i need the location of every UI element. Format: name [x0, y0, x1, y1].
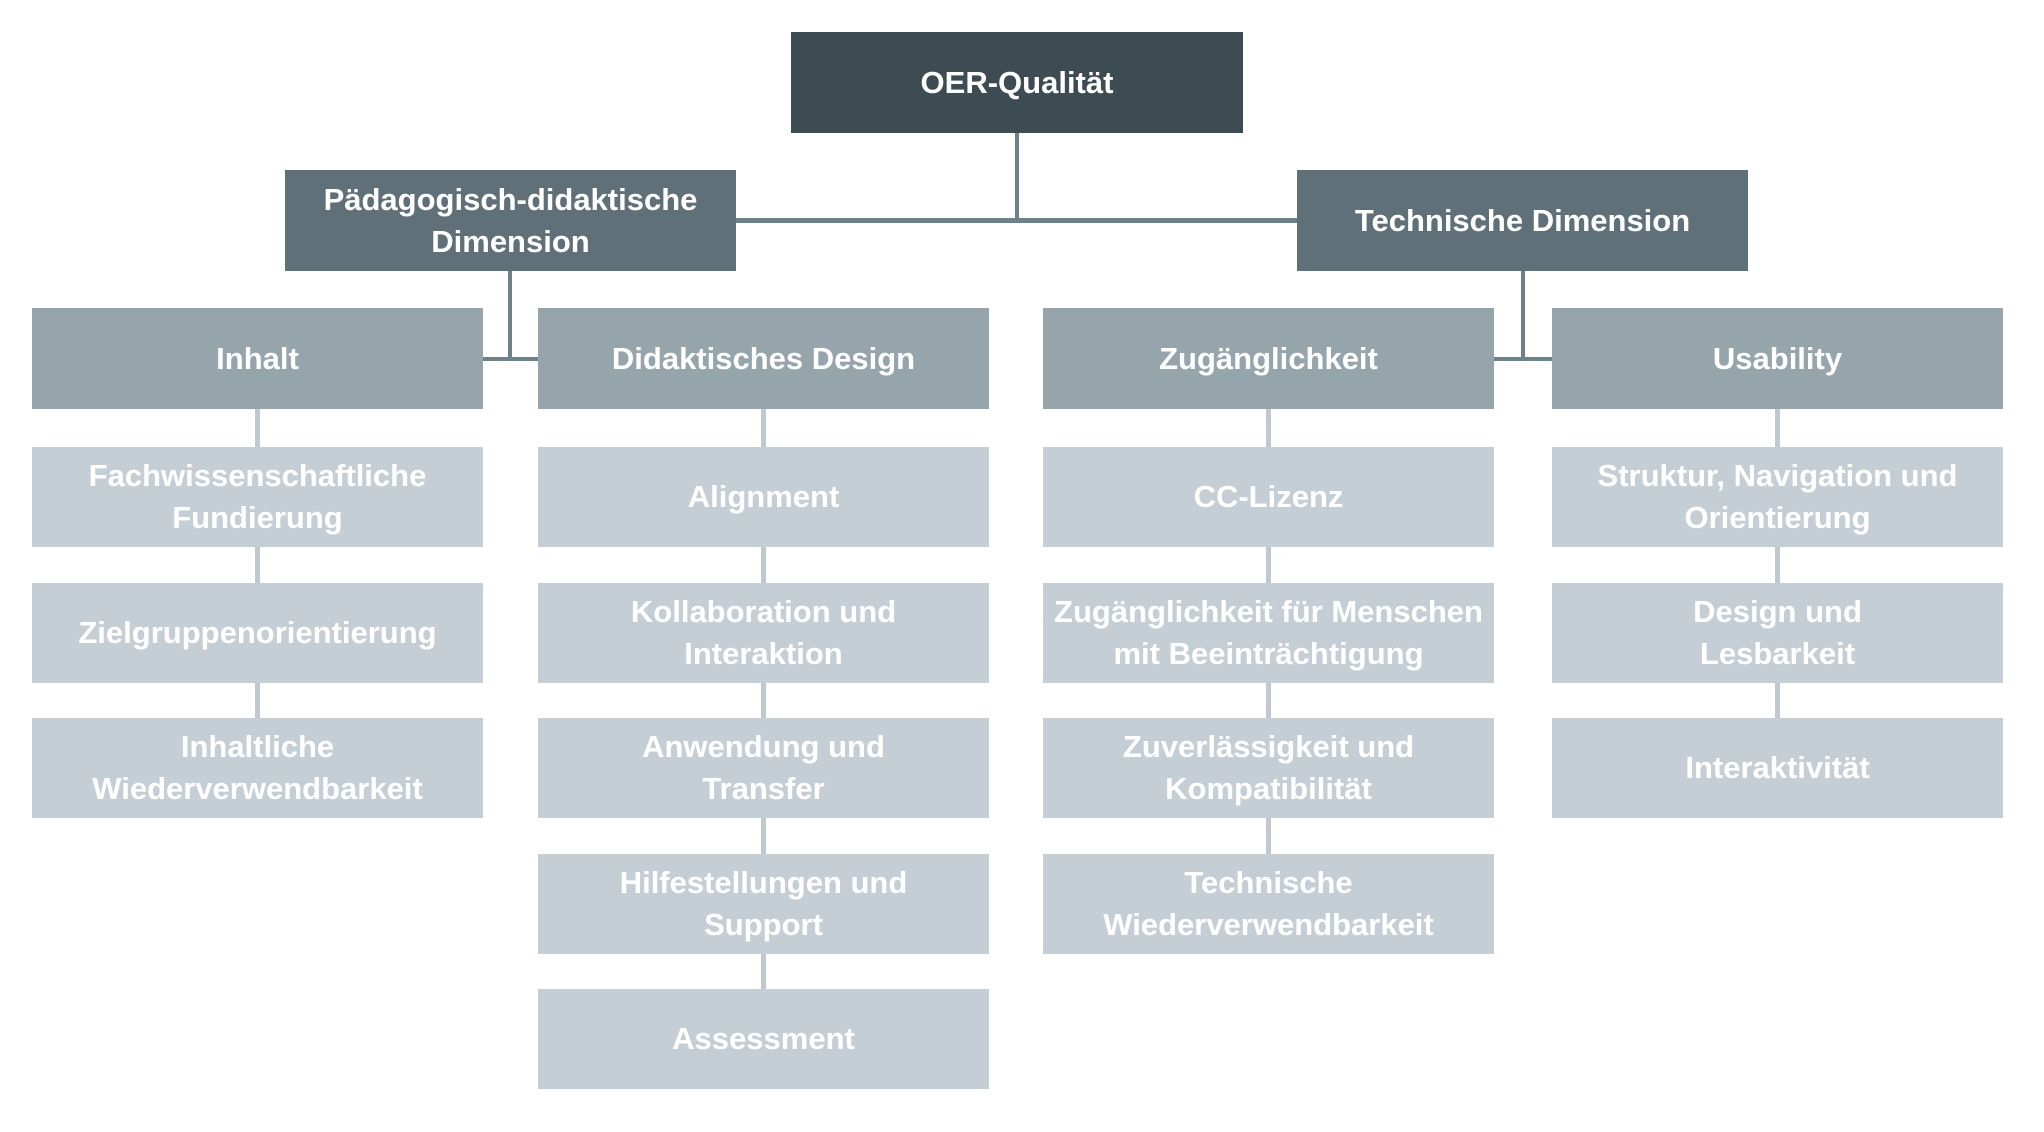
dimension-box-paedagogisch-didaktisch: Pädagogisch-didaktische Dimension [285, 170, 736, 271]
connector-col3-seg2 [1266, 547, 1271, 583]
item-box-interaktivitaet: Interaktivität [1552, 718, 2003, 818]
item-box-design-und-lesbarkeit: Design und Lesbarkeit [1552, 583, 2003, 683]
item-box-inhaltliche-wiederverwendbarkeit: Inhaltliche Wiederverwendbarkeit [32, 718, 483, 818]
connector-col2-seg3 [761, 683, 766, 718]
connector-col3-seg1 [1266, 409, 1271, 447]
connector-col1-seg1 [255, 409, 260, 447]
connector-technisch-vertical [1521, 271, 1525, 361]
connector-col2-seg5 [761, 954, 766, 989]
item-box-hilfestellungen-und-support: Hilfestellungen und Support [538, 854, 989, 954]
connector-col1-seg2 [255, 547, 260, 583]
item-box-anwendung-und-transfer: Anwendung und Transfer [538, 718, 989, 818]
category-box-inhalt: Inhalt [32, 308, 483, 409]
connector-root-vertical [1015, 133, 1019, 223]
category-box-usability: Usability [1552, 308, 2003, 409]
item-box-cc-lizenz: CC-Lizenz [1043, 447, 1494, 547]
category-box-didaktisches-design: Didaktisches Design [538, 308, 989, 409]
connector-col4-seg3 [1775, 683, 1780, 718]
dimension-box-technisch: Technische Dimension [1297, 170, 1748, 271]
connector-col3-seg4 [1266, 818, 1271, 854]
connector-col4-seg2 [1775, 547, 1780, 583]
root-box-oer-qualitaet: OER-Qualität [791, 32, 1243, 133]
connector-col4-seg1 [1775, 409, 1780, 447]
connector-paedagogisch-vertical [508, 271, 512, 361]
connector-technisch-stub [1494, 357, 1552, 361]
item-box-struktur-navigation-orientierung: Struktur, Navigation und Orientierung [1552, 447, 2003, 547]
item-box-zuverlaessigkeit-und-kompatibilitaet: Zuverlässigkeit und Kompatibilität [1043, 718, 1494, 818]
item-box-fachwissenschaftliche-fundierung: Fachwissenschaftliche Fundierung [32, 447, 483, 547]
connector-col2-seg2 [761, 547, 766, 583]
connector-col1-seg3 [255, 683, 260, 718]
item-box-assessment: Assessment [538, 989, 989, 1089]
item-box-zugaenglichkeit-fuer-menschen: Zugänglichkeit für Menschen mit Beeinträ… [1043, 583, 1494, 683]
connector-paedagogisch-stub [483, 357, 538, 361]
item-box-technische-wiederverwendbarkeit: Technische Wiederverwendbarkeit [1043, 854, 1494, 954]
item-box-alignment: Alignment [538, 447, 989, 547]
item-box-kollaboration-und-interaktion: Kollaboration und Interaktion [538, 583, 989, 683]
connector-col3-seg3 [1266, 683, 1271, 718]
connector-col2-seg4 [761, 818, 766, 854]
category-box-zugaenglichkeit: Zugänglichkeit [1043, 308, 1494, 409]
item-box-zielgruppenorientierung: Zielgruppenorientierung [32, 583, 483, 683]
connector-col2-seg1 [761, 409, 766, 447]
connector-main-horizontal [735, 218, 1298, 223]
